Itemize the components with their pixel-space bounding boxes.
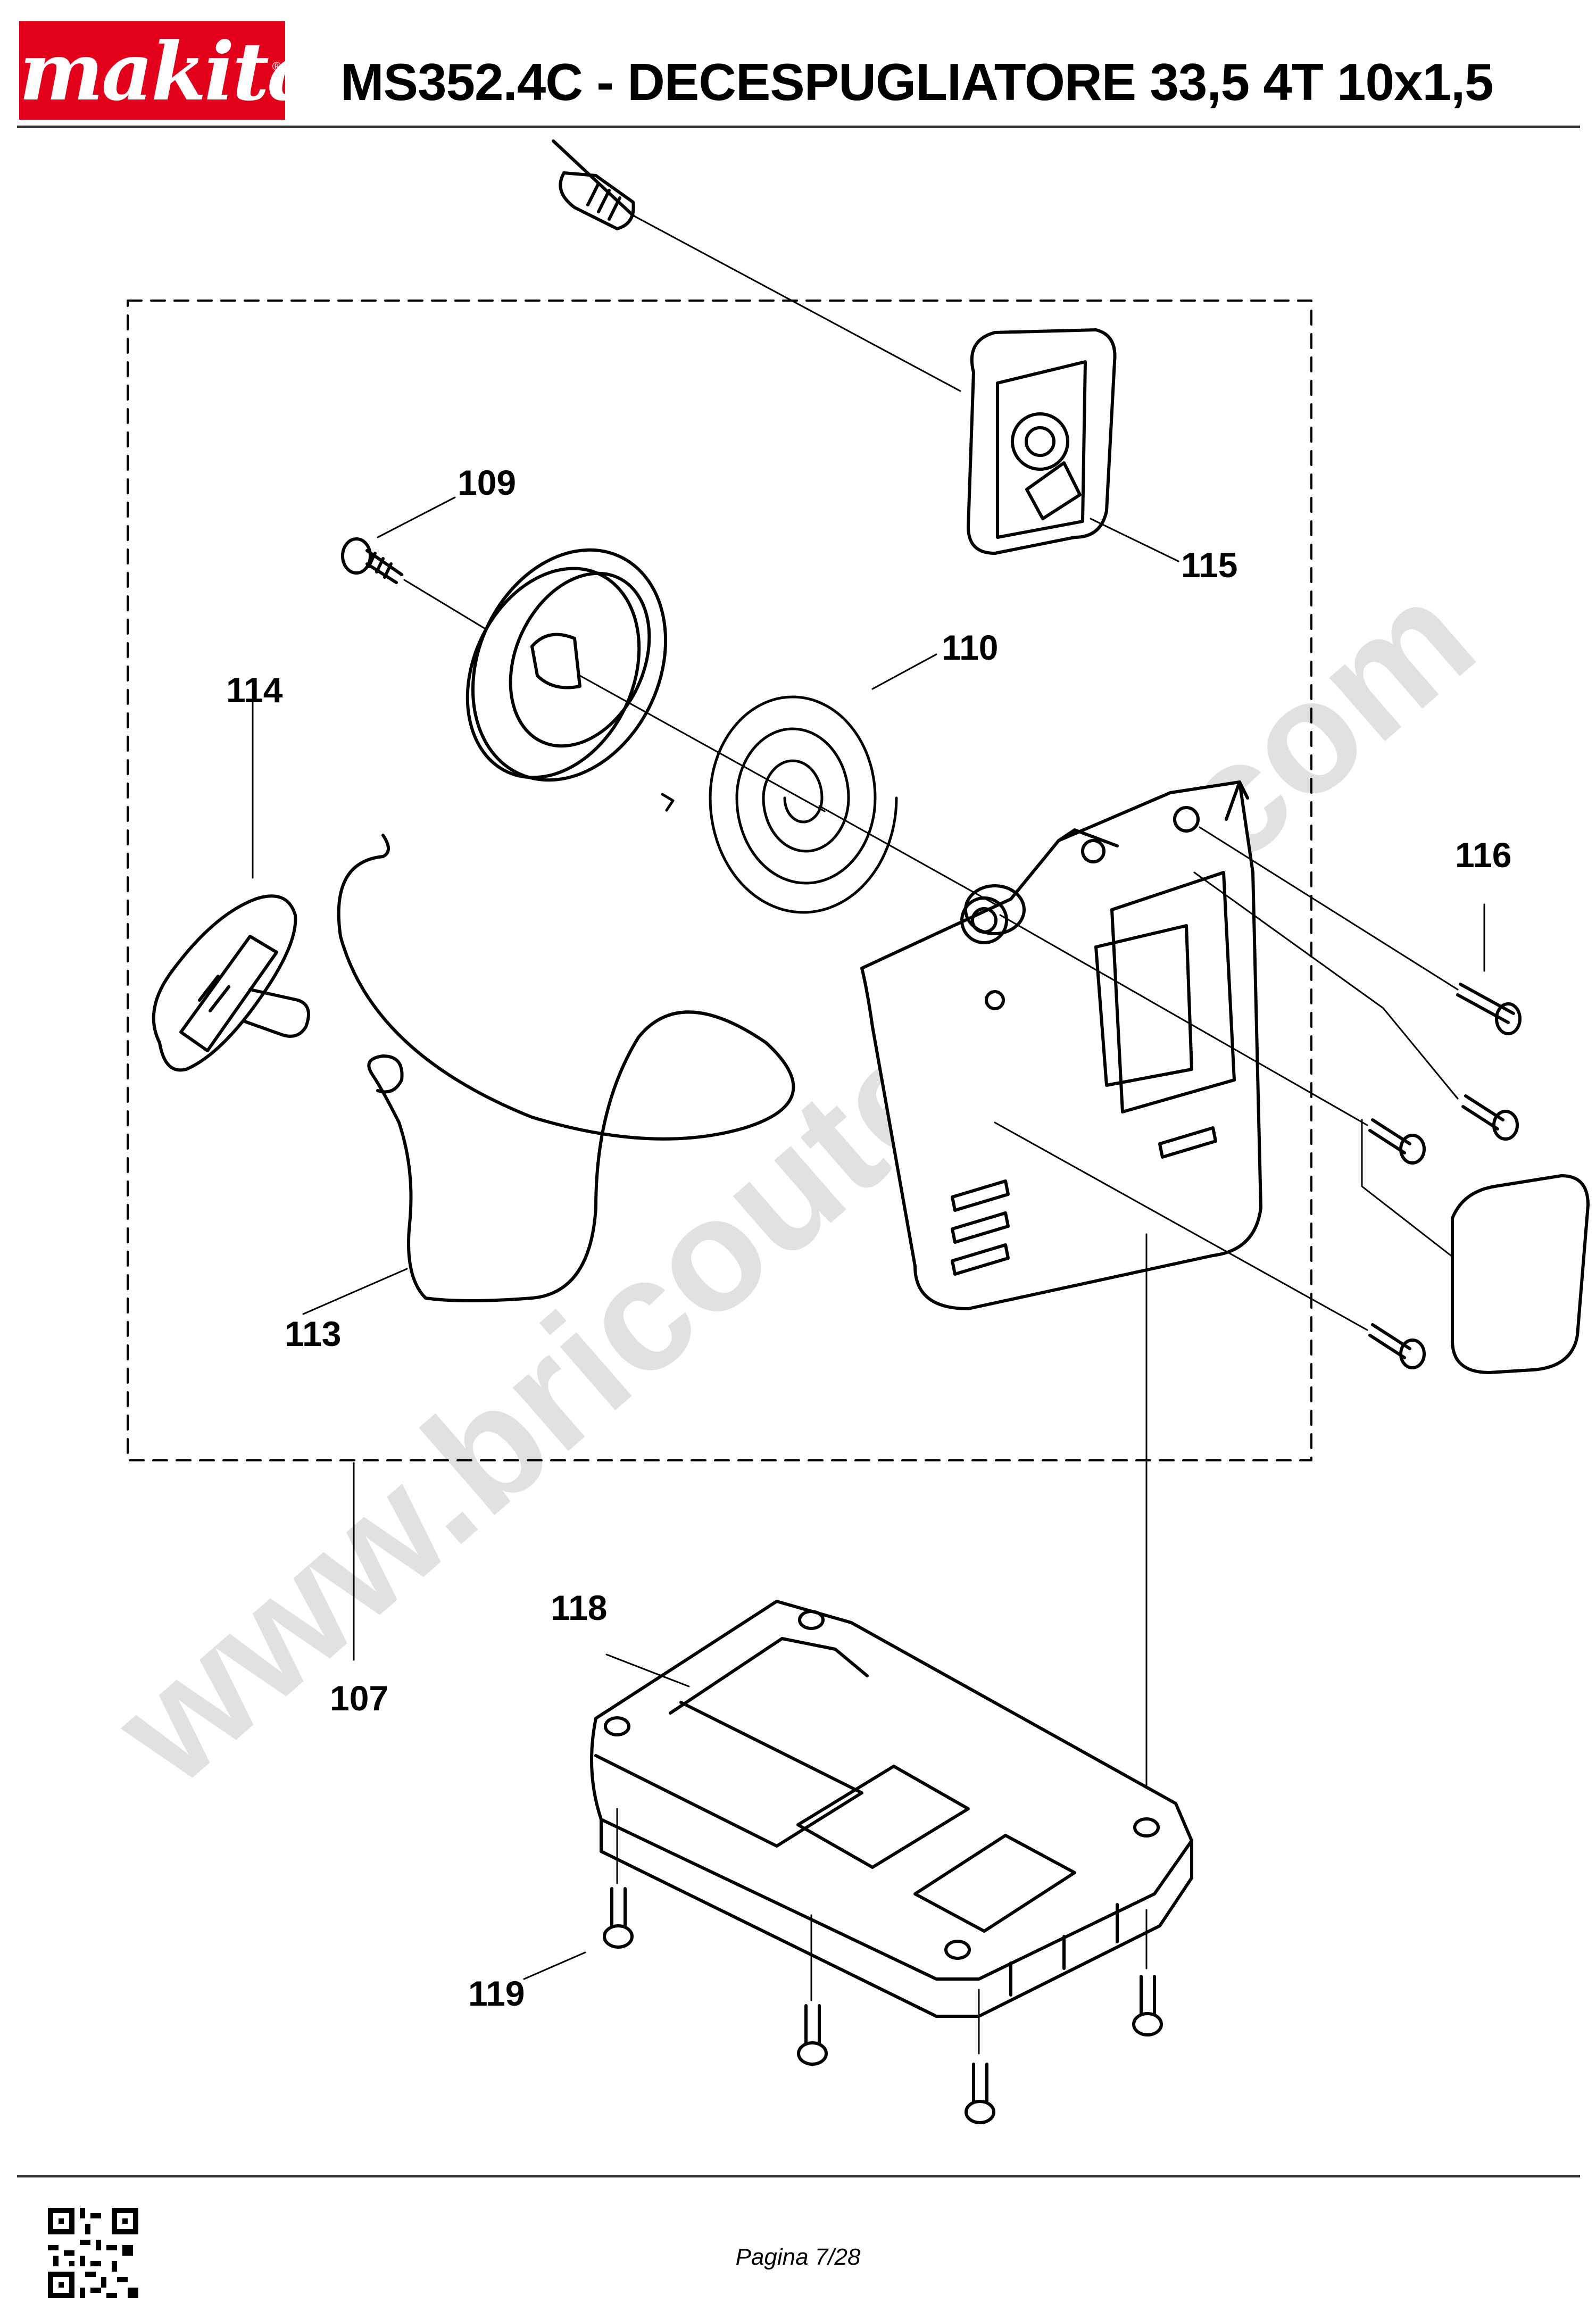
brand-name: makita: [19, 25, 319, 119]
callout-115: 115: [1181, 545, 1237, 585]
screw-116: [1199, 826, 1522, 1035]
registered-mark: ®: [272, 60, 281, 73]
threaded-shaft: [552, 139, 961, 392]
screw-bottom-a: [797, 2004, 828, 2066]
qr-code: [48, 2208, 138, 2298]
starter-rope-113: [302, 834, 795, 1315]
screw-119: [523, 1887, 634, 1980]
base-plate-118: [590, 1600, 1193, 2055]
starter-pulley: [466, 548, 826, 812]
page-title: MS352.4C - DECESPUGLIATORE 33,5 4T 10x1,…: [340, 53, 1494, 111]
callout-107: 107: [330, 1678, 388, 1718]
screw-bottom-c: [1132, 1975, 1163, 2036]
callout-119: 119: [468, 1974, 525, 2013]
callout-114: 114: [226, 670, 283, 710]
starter-housing: [860, 780, 1262, 1310]
screw-right-c: [994, 1121, 1426, 1369]
assembly-boundary: [127, 300, 1312, 1461]
screw-right-b: [999, 914, 1459, 1262]
pulley-cover-115: [967, 328, 1179, 562]
starter-handle-114: [152, 696, 310, 1072]
screw-bottom-b: [965, 2063, 995, 2124]
callout-109: 109: [458, 463, 516, 502]
callout-118: 118: [551, 1588, 607, 1627]
filter-pad: [1451, 1174, 1590, 1374]
callout-113: 113: [285, 1314, 341, 1353]
page-number: Pagina 7/28: [735, 2244, 861, 2270]
makita-logo: makita ®: [19, 21, 319, 120]
callout-110: 110: [942, 628, 998, 667]
screw-right-a: [1193, 871, 1519, 1141]
recoil-spring-110: [661, 653, 1001, 914]
callout-116: 116: [1455, 835, 1511, 875]
footer-divider: [17, 2175, 1580, 2177]
header-divider: [17, 126, 1580, 128]
